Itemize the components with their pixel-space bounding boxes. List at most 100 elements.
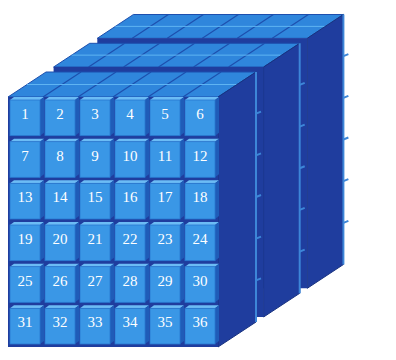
cube-side <box>40 264 44 303</box>
cube-number: 15 <box>80 188 110 206</box>
cube-side <box>110 305 114 344</box>
cube-face <box>10 142 40 178</box>
cube-top <box>185 139 219 142</box>
cube-top <box>115 139 149 142</box>
cube-side <box>215 222 219 261</box>
cube-side <box>110 180 114 219</box>
cube-number: 35 <box>150 313 180 331</box>
cube-number: 31 <box>10 313 40 331</box>
cube-face <box>80 142 110 178</box>
cube-face <box>150 142 180 178</box>
cube-number: 33 <box>80 313 110 331</box>
cube-face <box>10 308 40 344</box>
cube-top <box>80 97 114 100</box>
cube-number: 8 <box>45 147 75 165</box>
cube-side <box>145 222 149 261</box>
slab-edge <box>299 43 301 293</box>
cube-side <box>215 180 219 219</box>
cube-face <box>115 225 145 261</box>
cube-number: 21 <box>80 230 110 248</box>
cube-side <box>145 264 149 303</box>
slab-top <box>8 72 256 97</box>
cube-top <box>80 139 114 142</box>
cube-side <box>145 139 149 178</box>
cube-edge <box>72 55 282 56</box>
cube-top <box>45 180 79 183</box>
cube-side <box>180 222 184 261</box>
cube-top <box>115 305 149 308</box>
cube-face <box>115 308 145 344</box>
cube-number: 17 <box>150 188 180 206</box>
cube-top <box>10 97 44 100</box>
cube-side <box>40 180 44 219</box>
cube-top <box>115 222 149 225</box>
cube-side <box>75 222 79 261</box>
cube-top <box>185 97 219 100</box>
cube-side <box>145 180 149 219</box>
cube-face <box>185 308 215 344</box>
cube-side <box>145 305 149 344</box>
cube-top <box>45 139 79 142</box>
cube-side <box>110 264 114 303</box>
cube-side <box>40 305 44 344</box>
cube-top <box>80 305 114 308</box>
cube-side <box>215 305 219 344</box>
cube-side <box>145 97 149 136</box>
cube-top <box>150 305 184 308</box>
cube-side <box>110 97 114 136</box>
cube-side <box>180 305 184 344</box>
cube-top <box>150 139 184 142</box>
cube-face <box>185 142 215 178</box>
cube-top <box>45 264 79 267</box>
cube-number: 12 <box>185 147 215 165</box>
cube-top <box>185 264 219 267</box>
slab-side <box>218 72 256 347</box>
slab-edge <box>255 72 257 322</box>
cube-side <box>110 222 114 261</box>
cube-face <box>80 308 110 344</box>
cube-face <box>185 267 215 303</box>
cube-top <box>80 222 114 225</box>
cube-number: 6 <box>185 105 215 123</box>
cube-face <box>80 267 110 303</box>
cube-face <box>150 308 180 344</box>
cube-number: 25 <box>10 272 40 290</box>
cube-side <box>215 139 219 178</box>
cube-number: 19 <box>10 230 40 248</box>
cube-number: 27 <box>80 272 110 290</box>
cube-number: 32 <box>45 313 75 331</box>
cube-face <box>45 308 75 344</box>
cube-face <box>10 100 40 136</box>
cube-face <box>45 142 75 178</box>
cube-side <box>215 264 219 303</box>
cube-number: 24 <box>185 230 215 248</box>
cube-face <box>80 183 110 219</box>
slab-edge <box>342 15 344 265</box>
cube-side <box>75 97 79 136</box>
cube-number: 1 <box>10 105 40 123</box>
cube-number: 7 <box>10 147 40 165</box>
cube-number: 26 <box>45 272 75 290</box>
cube-face <box>115 142 145 178</box>
cube-face <box>150 100 180 136</box>
cube-number: 30 <box>185 272 215 290</box>
cube-side <box>180 97 184 136</box>
cube-number: 28 <box>115 272 145 290</box>
cube-side <box>75 180 79 219</box>
cube-face <box>10 225 40 261</box>
cube-top <box>10 139 44 142</box>
cube-face <box>185 100 215 136</box>
slab-side <box>264 43 300 317</box>
cube-number: 14 <box>45 188 75 206</box>
cube-number: 36 <box>185 313 215 331</box>
cube-number: 13 <box>10 188 40 206</box>
cube-number: 29 <box>150 272 180 290</box>
slab-side <box>307 15 343 289</box>
cube-top <box>185 305 219 308</box>
cube-top <box>45 222 79 225</box>
cube-side <box>180 180 184 219</box>
cube-top <box>150 97 184 100</box>
cube-number: 18 <box>185 188 215 206</box>
